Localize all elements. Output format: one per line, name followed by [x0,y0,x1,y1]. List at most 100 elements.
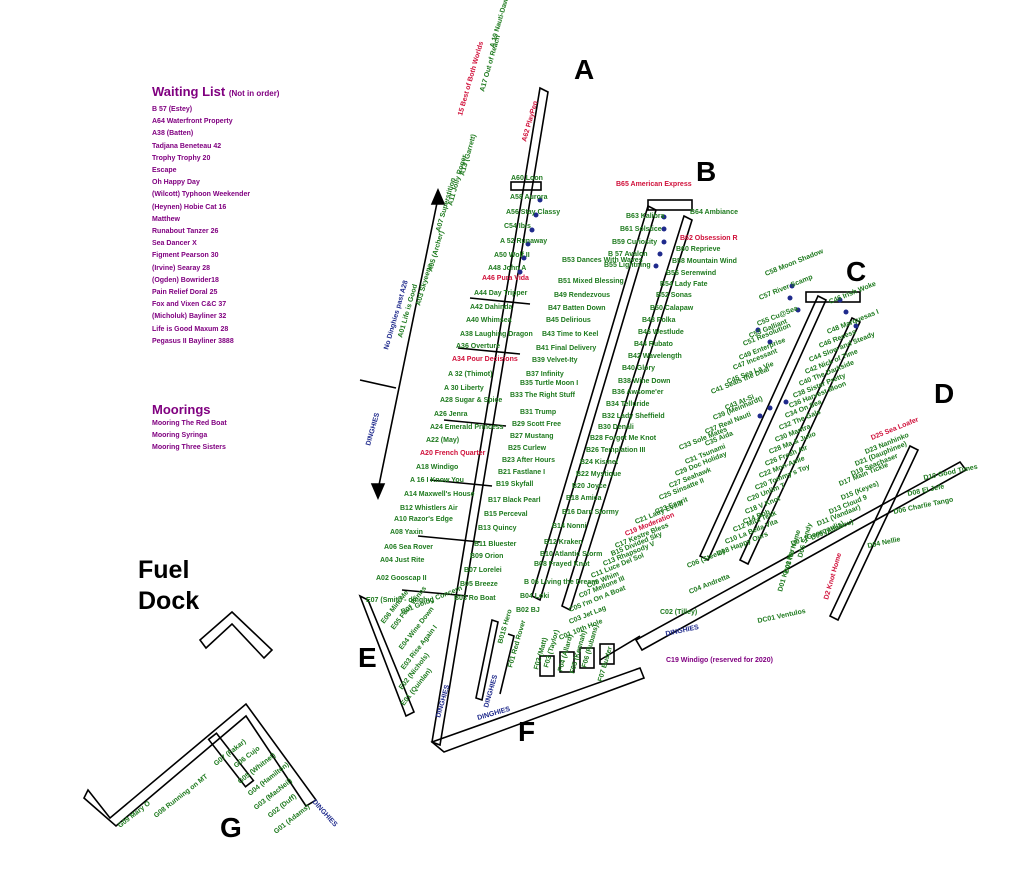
slip-label: B47 Batten Down [548,305,606,312]
slip-label: B08 Frayed Knot [534,561,590,568]
slip-label: B03 Ro Boat [454,595,496,602]
slip-label: DC01 Ventulos [757,608,807,625]
slip-label: B61 Solstice [620,226,662,233]
slip-label: B 06 Living the Dream [524,579,598,586]
slip-label: B01S Hero [497,609,513,645]
slip-label: B37 Infinity [526,371,564,378]
slip-label: B56 Serenwind [666,270,716,277]
slip-label: B11 Bluester [474,541,517,548]
slip-label: A34 Pour Decisions [452,356,518,363]
slip-label: B35 Turtle Moon I [520,380,578,387]
slip-label: B39 Velvet-Ity [532,357,578,364]
slip-label: D06 Charlie Tango [893,496,954,516]
slip-label: B49 Rendezvous [554,292,610,299]
waiting-list-item: Figment Pearson 30 [152,252,219,260]
slip-label: B45 Delirious [546,317,591,324]
slip-label: B09 Orion [470,553,503,560]
slip-label: A48 John A [488,265,526,272]
slip-label: B30 Denali [598,424,634,431]
slip-label: B33 The Right Stuff [510,392,576,399]
slip-label: B31 Trump [520,409,556,416]
dock-letter: D [934,378,955,409]
slip-label: B14 Nonni [552,523,587,530]
slip-label: B04 Loki [520,593,549,600]
slip-label: A50 Wolf II [494,252,530,259]
slip-label: B51 Mixed Blessing [558,278,624,285]
slip-label: B59 Curiosity [612,239,657,246]
slip-label: D01 Knot Her [777,548,796,593]
slip-label: E07 (Smith - dinghy) [366,597,434,604]
slip-label: A46 Pura Vida [482,275,529,282]
slip-label: A38 Laughing Dragon [460,331,533,338]
slip-label: B58 Mountain Wind [672,258,737,265]
slip-label: B52 Sonas [656,292,692,299]
slip-label: B44 Rubato [634,341,673,348]
slip-label: B20 Joyce [572,483,607,490]
slip-label: C54 Ibis [504,223,531,230]
dinghy-arrow [359,187,446,501]
slip-label: B42 Wavelength [628,353,682,360]
waiting-list-item: (Micholuk) Bayliner 32 [152,313,227,321]
slip-label: A18 Windigo [416,464,458,471]
slip-label: B07 Lorelei [464,567,502,574]
mooring-item: Mooring The Red Boat [152,420,227,427]
waiting-list-item: Pegasus II Bayliner 3888 [152,337,234,345]
slip-label: A44 Day Tripper [474,290,528,297]
dock-letter: C [846,256,867,287]
waiting-list-item: Fox and Vixen C&C 37 [152,301,227,309]
dock-structures [83,86,968,828]
slip-label: A60 Loon [511,175,543,182]
waiting-list-item: B 57 (Estey) [152,106,193,113]
slip-label: B12 Kraken [544,539,583,546]
slip-label: B29 Scott Free [512,421,561,428]
slip-label: A36 Overture [456,343,500,350]
waiting-list-item: Tadjana Beneteau 42 [152,142,222,150]
slip-label: B64 Ambiance [690,209,738,216]
slip-label: A40 Whimsea [466,317,512,324]
waiting-list-item: (Wilcott) Typhoon Weekender [152,191,251,199]
waiting-list-item: Pain Relief Doral 25 [152,289,218,297]
dock-letter: B [696,156,717,187]
slip-label: C06 (Steele) [686,548,726,570]
dock-letter: F [518,716,536,747]
slip-label: G09 Mary O [117,800,152,830]
slip-label: B27 Mustang [510,433,554,440]
slip-label: B50 Calapaw [650,305,694,312]
slip-label: B38 Wine Down [618,378,670,385]
slip-label: B22 Mystique [576,471,621,478]
slip-label: A 16 I Know You [410,477,464,484]
slip-label: 15 Best of Both Worlds [457,41,485,117]
slip-label: B40 Glory [622,365,655,372]
slip-label: B 57 Avalon [608,251,648,258]
waiting-list-item: Trophy Trophy 20 [152,154,211,162]
mooring-item: Mooring Three Sisters [152,444,226,452]
slip-label: B63 Kalibra [626,213,665,220]
slip-label: A24 Emerald Princess [430,424,504,431]
slip-label: D04 Nellie [867,536,901,550]
waiting-list-item: (Heynen) Hobie Cat 16 [152,203,227,211]
slip-label: B55 Lightning [604,262,651,269]
dock-letter: A [574,54,595,85]
slip-label: A42 Dahinda [470,304,513,311]
slip-label: D08 El Jefe [907,483,945,498]
slip-label: B24 Kismet [580,459,619,466]
slip-label: B13 Quincy [478,525,517,532]
waiting-list-item: Life is Good Maxum 28 [152,325,229,333]
slip-label: B41 Final Delivery [536,345,596,352]
slip-label: B21 Fastlane I [498,469,545,476]
slip-label: A 52 Runaway [500,238,547,245]
dock-letter: E [358,642,377,673]
slip-label: B46 Westlude [638,329,684,336]
map-annotation: DINGHIES [665,624,700,638]
slip-label: A03 Skyeena [415,263,434,307]
slip-label: A26 Jenra [434,411,468,418]
waiting-list-item: Oh Happy Day [152,179,200,187]
slip-label: B28 Forget Me Knot [590,435,657,442]
slip-label: A62 PlayPen [521,100,539,142]
slip-label: A06 Sea Rover [384,544,433,551]
slip-label: A 30 Liberty [444,385,484,392]
waiting-list-title: Waiting List (Not in order) [152,84,280,99]
